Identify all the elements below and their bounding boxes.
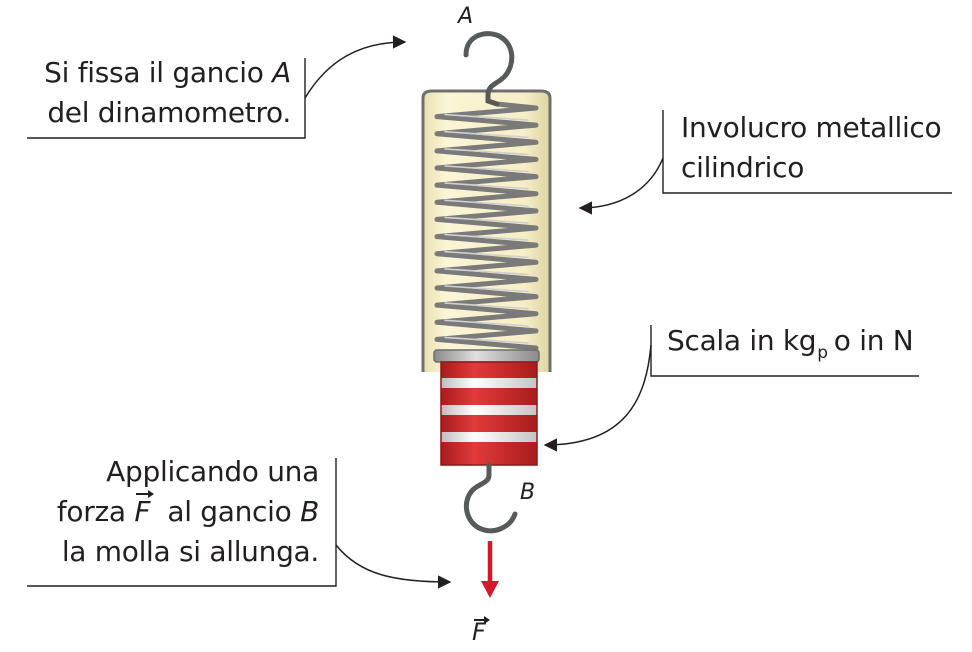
casing-lower-ring [433,349,540,363]
label-scale-suffix: o in N [833,324,914,357]
label-force-line3: la molla si allunga. [61,535,319,568]
callout-line-scale [650,325,919,377]
scale-cylinder [440,361,538,466]
callout-line-force [27,458,337,587]
hook-a [463,31,515,107]
hook-a-letter: A [458,4,474,29]
label-hook-a-line2: del dinamometro. [47,96,291,129]
label-casing-line2: cilindrico [681,151,805,184]
label-hook-a-letter: A [272,56,291,89]
hook-b-letter: B [520,480,536,505]
arrow-to-force [335,544,452,589]
callout-line-hook-a [27,58,306,139]
label-scale-prefix: Scala in kg [667,324,817,357]
spring-highlight-path [444,113,529,344]
force-symbol-vector: F [472,616,490,646]
callout-line-casing [662,110,952,194]
label-force: Applicando una forza F al gancio B la mo… [57,452,319,572]
spring [434,101,539,351]
label-force-letter: B [300,495,319,528]
label-hook-a-line1: Si fissa il gancio A [44,56,291,89]
label-force-vector: F [134,490,154,532]
label-casing-line1: Involucro metallico [681,111,942,144]
force-arrow [481,541,499,598]
label-scale-subscript: p [817,343,828,363]
arrow-to-casing [578,157,664,215]
hook-b [464,462,518,534]
callout-arrows [304,35,664,589]
label-hook-a: Si fissa il gancio A del dinamometro. [44,53,291,133]
spring-coil-path [434,101,539,351]
callout-lines [27,58,952,587]
spring-highlight [444,113,529,344]
label-casing: Involucro metallico cilindrico [681,108,942,188]
force-symbol: F [472,616,490,646]
label-force-line1: Applicando una [106,455,319,488]
label-force-line2: forza F al gancio B [57,490,319,532]
arrow-to-hook-a [304,35,407,99]
arrow-to-scale [543,344,652,452]
